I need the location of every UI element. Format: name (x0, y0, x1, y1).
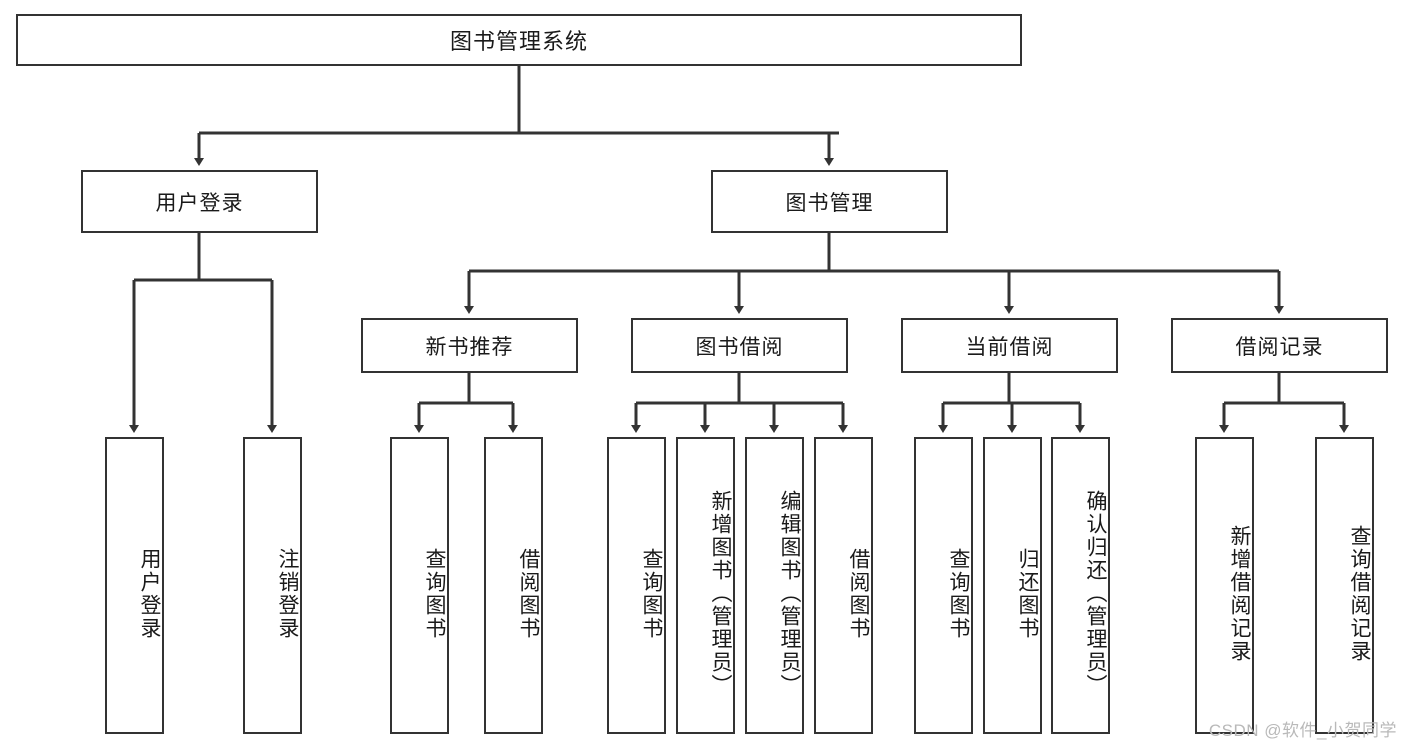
node-leaf-query-record[interactable]: 查询借阅记录 (1315, 437, 1374, 734)
node-root-system[interactable]: 图书管理系统 (16, 14, 1022, 66)
csdn-watermark: CSDN @软件_小贺同学 (1208, 721, 1397, 740)
leaf-label: 用户登录 (138, 547, 161, 640)
leaf-label: 查询图书 (947, 547, 970, 640)
leaf-label: 借阅图书 (847, 547, 870, 640)
leaf-label: 查询借阅记录 (1348, 524, 1371, 663)
node-leaf-query-book-2[interactable]: 查询图书 (607, 437, 666, 734)
node-leaf-logout[interactable]: 注销登录 (243, 437, 302, 734)
leaf-label: 新增借阅记录 (1228, 524, 1251, 663)
leaf-label: 编辑图书（管理员） (778, 490, 801, 697)
node-leaf-borrow-book-1[interactable]: 借阅图书 (484, 437, 543, 734)
node-leaf-confirm-return[interactable]: 确认归还（管理员） (1051, 437, 1110, 734)
node-book-borrow[interactable]: 图书借阅 (631, 318, 848, 373)
node-user-login[interactable]: 用户登录 (81, 170, 318, 233)
leaf-label: 归还图书 (1016, 547, 1039, 640)
leaf-label: 查询图书 (423, 547, 446, 640)
leaf-label: 确认归还（管理员） (1084, 490, 1107, 697)
node-leaf-edit-book[interactable]: 编辑图书（管理员） (745, 437, 804, 734)
leaf-label: 借阅图书 (517, 547, 540, 640)
node-leaf-query-book-3[interactable]: 查询图书 (914, 437, 973, 734)
node-leaf-add-book[interactable]: 新增图书（管理员） (676, 437, 735, 734)
node-leaf-return-book[interactable]: 归还图书 (983, 437, 1042, 734)
leaf-label: 查询图书 (640, 547, 663, 640)
leaf-label: 注销登录 (276, 547, 299, 640)
node-book-manage[interactable]: 图书管理 (711, 170, 948, 233)
node-current-borrow[interactable]: 当前借阅 (901, 318, 1118, 373)
node-leaf-borrow-book-2[interactable]: 借阅图书 (814, 437, 873, 734)
node-new-book-recommend[interactable]: 新书推荐 (361, 318, 578, 373)
node-leaf-query-book-1[interactable]: 查询图书 (390, 437, 449, 734)
node-leaf-user-login[interactable]: 用户登录 (105, 437, 164, 734)
node-leaf-add-record[interactable]: 新增借阅记录 (1195, 437, 1254, 734)
leaf-label: 新增图书（管理员） (709, 490, 732, 697)
node-borrow-record[interactable]: 借阅记录 (1171, 318, 1388, 373)
